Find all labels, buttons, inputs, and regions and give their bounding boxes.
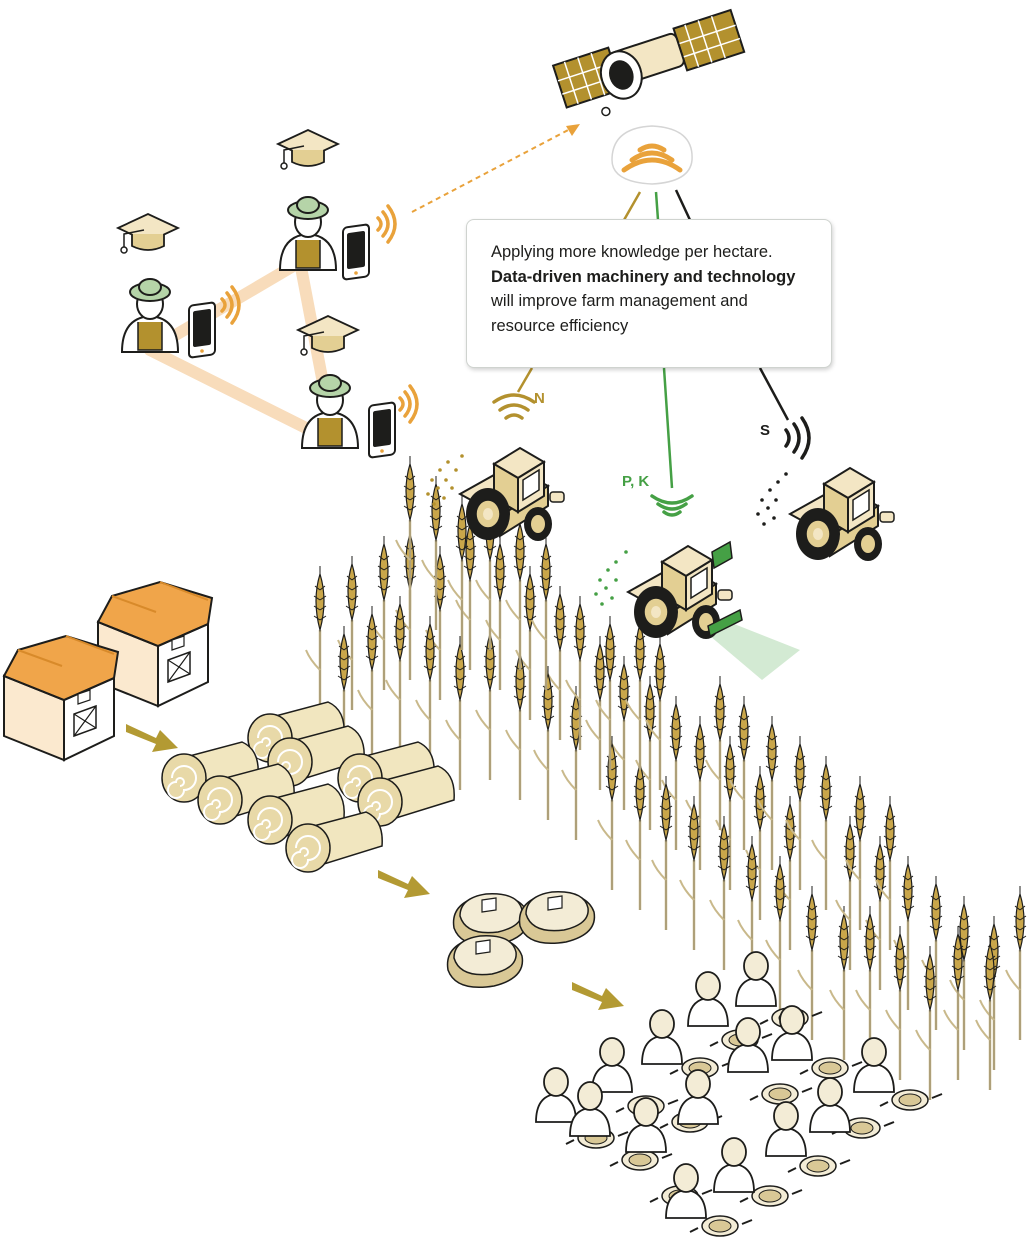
plate-icon (609, 1149, 673, 1171)
wheat-stalk (474, 624, 498, 782)
plate-icon (749, 1083, 813, 1105)
wheat-stalk (678, 794, 702, 952)
farmer-icon (301, 374, 359, 449)
spray-dots (426, 454, 464, 506)
tractor-s (756, 416, 895, 562)
tractor-pk (594, 494, 800, 680)
wheat-stalk (704, 674, 728, 832)
wheat-stalk (624, 614, 648, 772)
wheat-stalk (532, 664, 556, 822)
knowledge-callout: Applying more knowledge per hectare. Dat… (466, 219, 832, 368)
person-icon (677, 1069, 719, 1125)
barn-icon (97, 581, 213, 707)
person-icon (641, 1009, 683, 1065)
person-icon (853, 1037, 895, 1093)
person-icon (687, 971, 729, 1027)
person-icon (591, 1037, 633, 1093)
wheat-stalk (920, 874, 944, 1032)
satellite-signal-icon (611, 125, 693, 185)
wheat-stalk (394, 454, 418, 612)
label-pk: P, K (622, 473, 650, 490)
upload-arrowhead (566, 124, 580, 136)
signal-lines (516, 189, 790, 489)
light-beam (710, 620, 800, 680)
person-icon (535, 1067, 577, 1123)
label-n: N (534, 390, 545, 407)
person-icon (713, 1137, 755, 1193)
hay-bales (161, 701, 456, 873)
wheat-stalk (444, 634, 468, 792)
wheat-stalk (810, 754, 834, 912)
wheat-stalk (1004, 884, 1028, 1042)
callout-text-end: will improve farm management and resourc… (491, 292, 748, 335)
person-icon (809, 1077, 851, 1133)
wheat-stalk (942, 924, 966, 1082)
wheat-stalk (384, 594, 408, 752)
farmer-icon (279, 196, 337, 271)
tractor-n (426, 393, 565, 542)
signal-line-s (674, 189, 790, 421)
flow-arrow (126, 724, 178, 752)
flow-arrow (572, 982, 624, 1010)
grad-cap-icon (277, 129, 339, 170)
flow-arrow (378, 870, 430, 898)
signal-n-icon (492, 393, 536, 420)
barn-icon (3, 635, 119, 761)
wifi-icon (398, 384, 419, 424)
wheat-stalk (708, 814, 732, 972)
person-icon (765, 1101, 807, 1157)
callout-emphasis: Data-driven machinery and technology (491, 267, 796, 286)
wheat-stalk (304, 564, 328, 722)
plate-icon (799, 1057, 863, 1079)
label-s: S (760, 422, 771, 439)
spray-dots (594, 550, 628, 606)
signal-s-icon (784, 416, 811, 460)
wheat-stalk (530, 534, 554, 692)
signal-line-n (516, 191, 642, 393)
signal-pk-icon (650, 494, 694, 517)
plate-icon (879, 1089, 943, 1111)
upload-arrow (411, 127, 573, 213)
wifi-icon (376, 204, 397, 244)
phone-icon (342, 223, 370, 281)
wheat-stalk (650, 774, 674, 932)
farmer-network (117, 124, 580, 459)
signal-line-pk (654, 191, 674, 489)
phone-icon (368, 401, 396, 459)
grad-cap-icon (117, 213, 179, 254)
wheat-stalk (744, 764, 768, 922)
plate-icon (689, 1215, 753, 1237)
wheat-stalk (624, 754, 648, 912)
wheat-stalk (892, 854, 916, 1012)
plate-icon (787, 1155, 851, 1177)
wheat-stalk (336, 554, 360, 712)
wheat-stalk (828, 904, 852, 1062)
farmer-icon (121, 278, 179, 353)
phone-icon (188, 301, 216, 359)
spray-dots (756, 472, 788, 526)
callout-text: Applying more knowledge per hectare. (491, 243, 773, 261)
grain-sacks (446, 891, 596, 989)
person-icon (735, 951, 777, 1007)
satellite-icon (549, 8, 746, 117)
wheat-stalk (446, 494, 470, 652)
wheat-stalk (504, 644, 528, 802)
wheat-stalk (504, 514, 528, 672)
